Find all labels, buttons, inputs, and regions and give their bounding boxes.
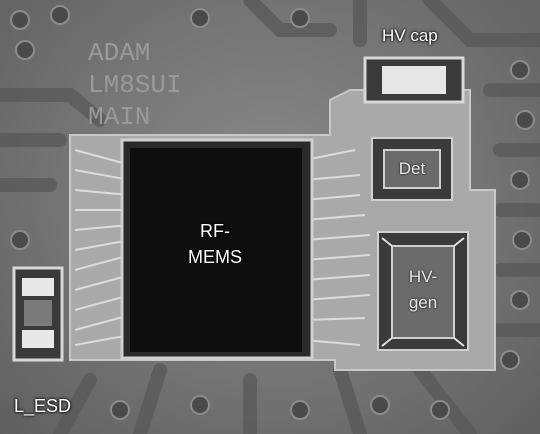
l-esd-label: L_ESD (14, 396, 72, 416)
rf-mems-label: RF- MEMS (150, 218, 280, 270)
det-label: Det (398, 159, 426, 178)
hv-gen-label-line2: gen (408, 293, 438, 312)
silkscreen-line-3: MAIN (88, 102, 150, 132)
hv-cap-label: HV cap (382, 26, 438, 45)
rf-mems-label-line1: RF- (200, 221, 230, 241)
hv-gen-label: HV- gen (392, 264, 454, 316)
silkscreen-line-1: ADAM (88, 38, 150, 68)
rf-mems-label-line2: MEMS (188, 247, 242, 267)
hv-gen-label-line1: HV- (408, 267, 438, 286)
silkscreen-line-2: LM8SUI (88, 70, 182, 100)
